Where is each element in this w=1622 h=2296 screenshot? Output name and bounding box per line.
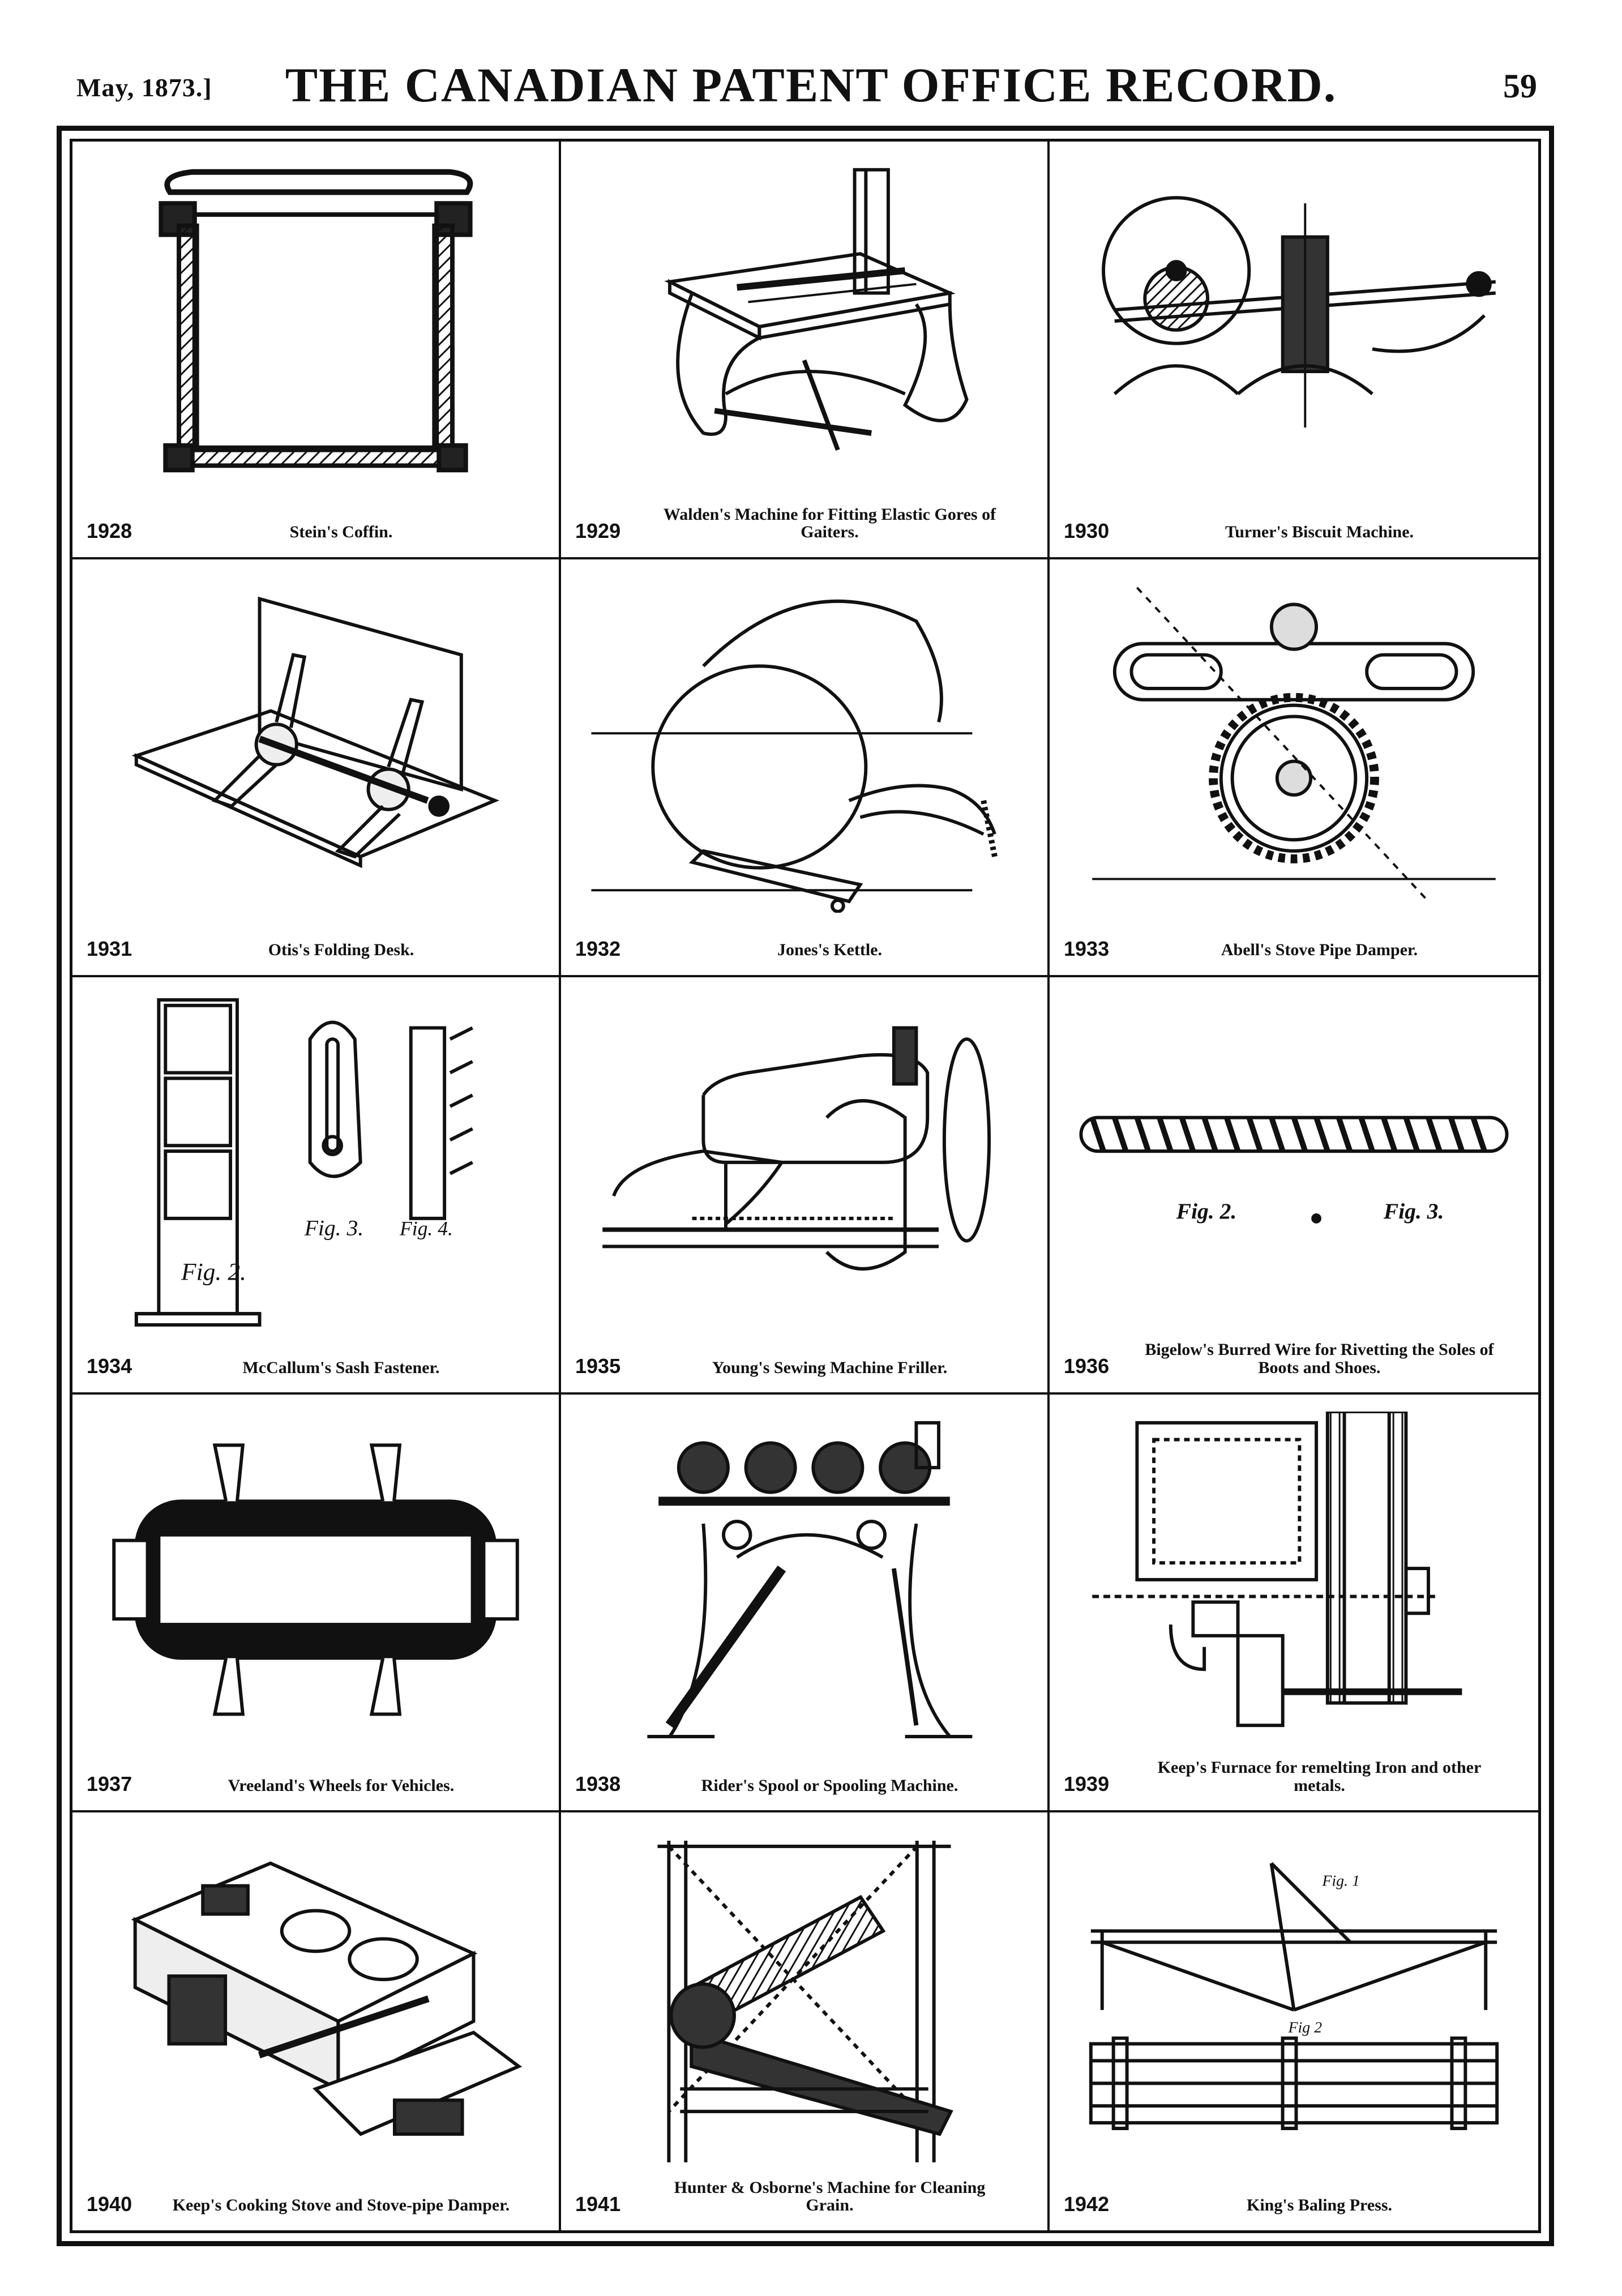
figure-title: Jones's Kettle. [777, 940, 882, 960]
figure-title: Keep's Furnace for remelting Iron and ot… [1157, 1758, 1482, 1795]
sash-fastener-icon: Fig. 3. Fig. 4. Fig. 2. [89, 994, 542, 1331]
figure-cell-1940: 1940 Keep's Cooking Stove and Stove-pipe… [72, 1812, 561, 2230]
figure-title: Vreeland's Wheels for Vehicles. [228, 1776, 455, 1795]
figure-title: Abell's Stove Pipe Damper. [1221, 940, 1418, 960]
figure-number: 1930 [1064, 519, 1110, 542]
figure-title: Young's Sewing Machine Friller. [712, 1358, 948, 1377]
figure-caption: 1934 McCallum's Sash Fastener. [87, 1331, 545, 1376]
figure-cell-1942: Fig. 1 Fig 2 1942 King's Baling Press. [1050, 1812, 1538, 2230]
figure-cell-1938: 1938 Rider's Spool or Spooling Machine. [561, 1395, 1050, 1813]
grain-cleaner-icon [578, 1829, 1030, 2168]
figure-number: 1938 [575, 1772, 621, 1796]
figure-caption: 1941 Hunter & Osborne's Machine for Clea… [575, 2169, 1033, 2214]
figure-number: 1934 [87, 1354, 132, 1378]
stove-pipe-damper-icon [1067, 576, 1521, 913]
figure-title: Rider's Spool or Spooling Machine. [701, 1776, 958, 1795]
figure-cell-1933: 1933 Abell's Stove Pipe Damper. [1050, 559, 1538, 977]
figure-caption: 1929 Walden's Machine for Fitting Elasti… [575, 496, 1033, 541]
figure-caption: 1939 Keep's Furnace for remelting Iron a… [1064, 1749, 1524, 1794]
figure-grid: 1928 Stein's Coffin. [70, 139, 1541, 2233]
figure-number: 1935 [575, 1354, 621, 1378]
folding-desk-icon [89, 576, 542, 913]
figure-caption: 1938 Rider's Spool or Spooling Machine. [575, 1749, 1033, 1794]
figure-caption: 1942 King's Baling Press. [1064, 2169, 1524, 2214]
figure-number: 1940 [87, 2192, 132, 2216]
figure-cell-1934: Fig. 3. Fig. 4. Fig. 2. 1934 McCallum's … [72, 977, 561, 1395]
figure-cell-1932: 1932 Jones's Kettle. [561, 559, 1050, 977]
figure-caption: 1928 Stein's Coffin. [87, 496, 545, 541]
figure-caption: 1931 Otis's Folding Desk. [87, 914, 545, 959]
fig-2-label: Fig. 2. [181, 1258, 246, 1285]
gaiter-machine-icon [578, 159, 1030, 495]
figure-caption: 1933 Abell's Stove Pipe Damper. [1064, 914, 1524, 959]
figure-cell-1941: 1941 Hunter & Osborne's Machine for Clea… [561, 1812, 1050, 2230]
figure-caption: 1932 Jones's Kettle. [575, 914, 1033, 959]
figure-caption: 1936 Bigelow's Burred Wire for Rivetting… [1064, 1331, 1524, 1376]
figure-cell-1929: 1929 Walden's Machine for Fitting Elasti… [561, 142, 1050, 559]
fig-4-label: Fig. 4. [399, 1217, 453, 1239]
biscuit-machine-icon [1067, 159, 1521, 495]
figure-cell-1936: Fig. 2. Fig. 3. 1936 Bigelow's Burred Wi… [1050, 977, 1538, 1395]
figure-title: Stein's Coffin. [289, 523, 393, 542]
figure-caption: 1940 Keep's Cooking Stove and Stove-pipe… [87, 2169, 545, 2214]
figure-number: 1932 [575, 937, 621, 960]
burred-wire-icon: Fig. 2. Fig. 3. [1067, 994, 1521, 1331]
cooking-stove-icon [89, 1829, 542, 2168]
figure-title: McCallum's Sash Fastener. [242, 1358, 440, 1377]
figure-number: 1942 [1064, 2192, 1110, 2216]
figure-cell-1935: 1935 Young's Sewing Machine Friller. [561, 977, 1050, 1395]
figure-title: Bigelow's Burred Wire for Rivetting the … [1145, 1340, 1494, 1377]
figure-cell-1939: 1939 Keep's Furnace for remelting Iron a… [1050, 1395, 1538, 1813]
figure-number: 1929 [575, 519, 621, 542]
fig-3-label: Fig. 3. [304, 1215, 363, 1240]
fig-2-label: Fig 2 [1288, 2019, 1323, 2037]
figure-caption: 1935 Young's Sewing Machine Friller. [575, 1331, 1033, 1376]
sewing-machine-icon [578, 994, 1030, 1331]
issue-date: May, 1873.] [76, 73, 212, 102]
figure-cell-1930: 1930 Turner's Biscuit Machine. [1050, 142, 1538, 559]
publication-title: THE CANADIAN PATENT OFFICE RECORD. [285, 58, 1337, 112]
figure-number: 1933 [1064, 937, 1110, 960]
figure-title: Keep's Cooking Stove and Stove-pipe Damp… [172, 2196, 510, 2215]
figure-cell-1931: 1931 Otis's Folding Desk. [72, 559, 561, 977]
fig-1-label: Fig. 1 [1321, 1872, 1360, 1890]
vehicle-wheel-icon [89, 1412, 542, 1748]
figure-title: Hunter & Osborne's Machine for Cleaning … [674, 2178, 986, 2215]
kettle-icon [578, 576, 1030, 913]
fig-2-label: Fig. 2. [1176, 1198, 1237, 1223]
figure-title: Otis's Folding Desk. [268, 940, 414, 960]
figure-cell-1928: 1928 Stein's Coffin. [72, 142, 561, 559]
spooling-machine-icon [578, 1412, 1030, 1748]
figure-number: 1939 [1064, 1772, 1110, 1796]
page-number: 59 [1503, 67, 1537, 105]
figure-caption: 1930 Turner's Biscuit Machine. [1064, 496, 1524, 541]
figure-caption: 1937 Vreeland's Wheels for Vehicles. [87, 1749, 545, 1794]
figure-number: 1941 [575, 2192, 621, 2216]
figure-number: 1931 [87, 937, 132, 960]
baling-press-icon: Fig. 1 Fig 2 [1067, 1829, 1521, 2168]
figure-cell-1937: 1937 Vreeland's Wheels for Vehicles. [72, 1395, 561, 1813]
plate-frame: 1928 Stein's Coffin. [57, 126, 1554, 2246]
fig-3-label: Fig. 3. [1383, 1198, 1444, 1223]
page-header: May, 1873.] THE CANADIAN PATENT OFFICE R… [0, 0, 1622, 136]
figure-number: 1937 [87, 1772, 132, 1796]
figure-number: 1928 [87, 519, 132, 542]
figure-number: 1936 [1064, 1354, 1110, 1378]
figure-title: Turner's Biscuit Machine. [1225, 523, 1414, 542]
figure-title: King's Baling Press. [1247, 2196, 1392, 2215]
furnace-icon [1067, 1412, 1521, 1748]
figure-title: Walden's Machine for Fitting Elastic Gor… [663, 504, 996, 542]
coffin-cross-section-icon [89, 159, 542, 495]
